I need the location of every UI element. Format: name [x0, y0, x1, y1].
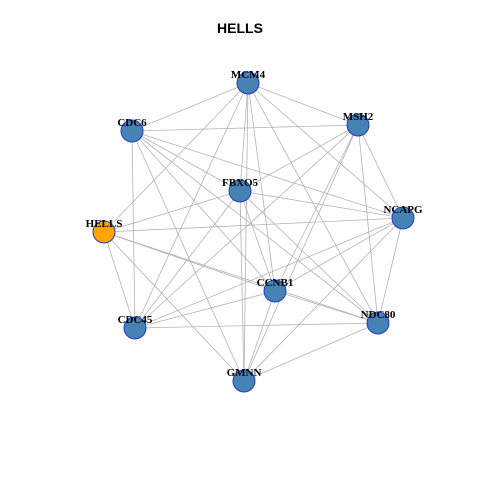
edge-msh2-ncapg	[357, 124, 404, 219]
edge-msh2-ndc80	[357, 124, 379, 324]
node-label-gmnn: GMNN	[227, 367, 262, 379]
edge-mcm4-gmnn	[243, 82, 249, 382]
node-gmnn	[232, 369, 256, 393]
edge-cdc6-ndc80	[131, 130, 379, 324]
graph-title: HELLS	[217, 20, 263, 36]
edge-ndc80-gmnn	[243, 322, 379, 382]
edge-msh2-cdc6	[131, 124, 359, 132]
edge-msh2-cdc45	[134, 124, 359, 329]
node-label-cdc45: CDC45	[118, 314, 153, 326]
edge-hells-gmnn	[103, 231, 245, 382]
edge-cdc6-fbxo5	[131, 130, 241, 192]
edge-ncapg-ccnb1	[274, 217, 404, 292]
node-label-ndc80: NDC80	[361, 309, 396, 321]
node-ndc80	[366, 311, 390, 335]
edge-mcm4-cdc6	[131, 82, 249, 132]
edge-ndc80-cdc45	[134, 322, 379, 329]
node-label-mcm4: MCM4	[231, 69, 266, 81]
edge-fbxo5-hells	[103, 190, 241, 233]
edge-cdc6-ccnb1	[131, 130, 276, 292]
edge-fbxo5-ncapg	[239, 190, 404, 219]
node-layer	[92, 71, 415, 393]
edge-ncapg-hells	[103, 217, 404, 233]
edge-ccnb1-ndc80	[274, 290, 379, 324]
node-label-hells: HELLS	[86, 218, 123, 230]
edge-ncapg-cdc45	[134, 217, 404, 329]
edge-mcm4-fbxo5	[239, 82, 249, 192]
node-label-msh2: MSH2	[343, 111, 374, 123]
node-label-fbxo5: FBXO5	[222, 177, 259, 189]
edge-cdc6-cdc45	[131, 130, 136, 329]
node-ccnb1	[263, 279, 287, 303]
edge-hells-cdc45	[103, 231, 136, 329]
edge-fbxo5-ccnb1	[239, 190, 276, 292]
edge-msh2-fbxo5	[239, 124, 359, 192]
edge-fbxo5-gmnn	[239, 190, 245, 382]
edge-ccnb1-gmnn	[243, 290, 276, 382]
edge-ncapg-gmnn	[243, 217, 404, 382]
node-cdc6	[120, 119, 144, 143]
node-label-ncapg: NCAPG	[383, 204, 423, 216]
node-mcm4	[236, 71, 260, 95]
edge-mcm4-msh2	[247, 82, 359, 126]
edge-msh2-ccnb1	[274, 124, 359, 292]
edge-mcm4-ccnb1	[247, 82, 276, 292]
node-ncapg	[391, 206, 415, 230]
node-label-cdc6: CDC6	[117, 117, 147, 129]
edge-mcm4-hells	[103, 82, 249, 233]
edge-cdc6-gmnn	[131, 130, 245, 382]
node-hells	[92, 220, 116, 244]
node-cdc45	[123, 316, 147, 340]
edge-ncapg-ndc80	[377, 217, 404, 324]
edge-layer	[103, 82, 404, 382]
node-fbxo5	[228, 179, 252, 203]
edge-mcm4-ncapg	[247, 82, 404, 219]
edge-ccnb1-cdc45	[134, 290, 276, 329]
edge-hells-ndc80	[103, 231, 379, 324]
edge-msh2-gmnn	[243, 124, 359, 382]
node-msh2	[346, 113, 370, 137]
node-label-ccnb1: CCNB1	[257, 277, 294, 289]
edge-cdc6-ncapg	[131, 130, 404, 219]
